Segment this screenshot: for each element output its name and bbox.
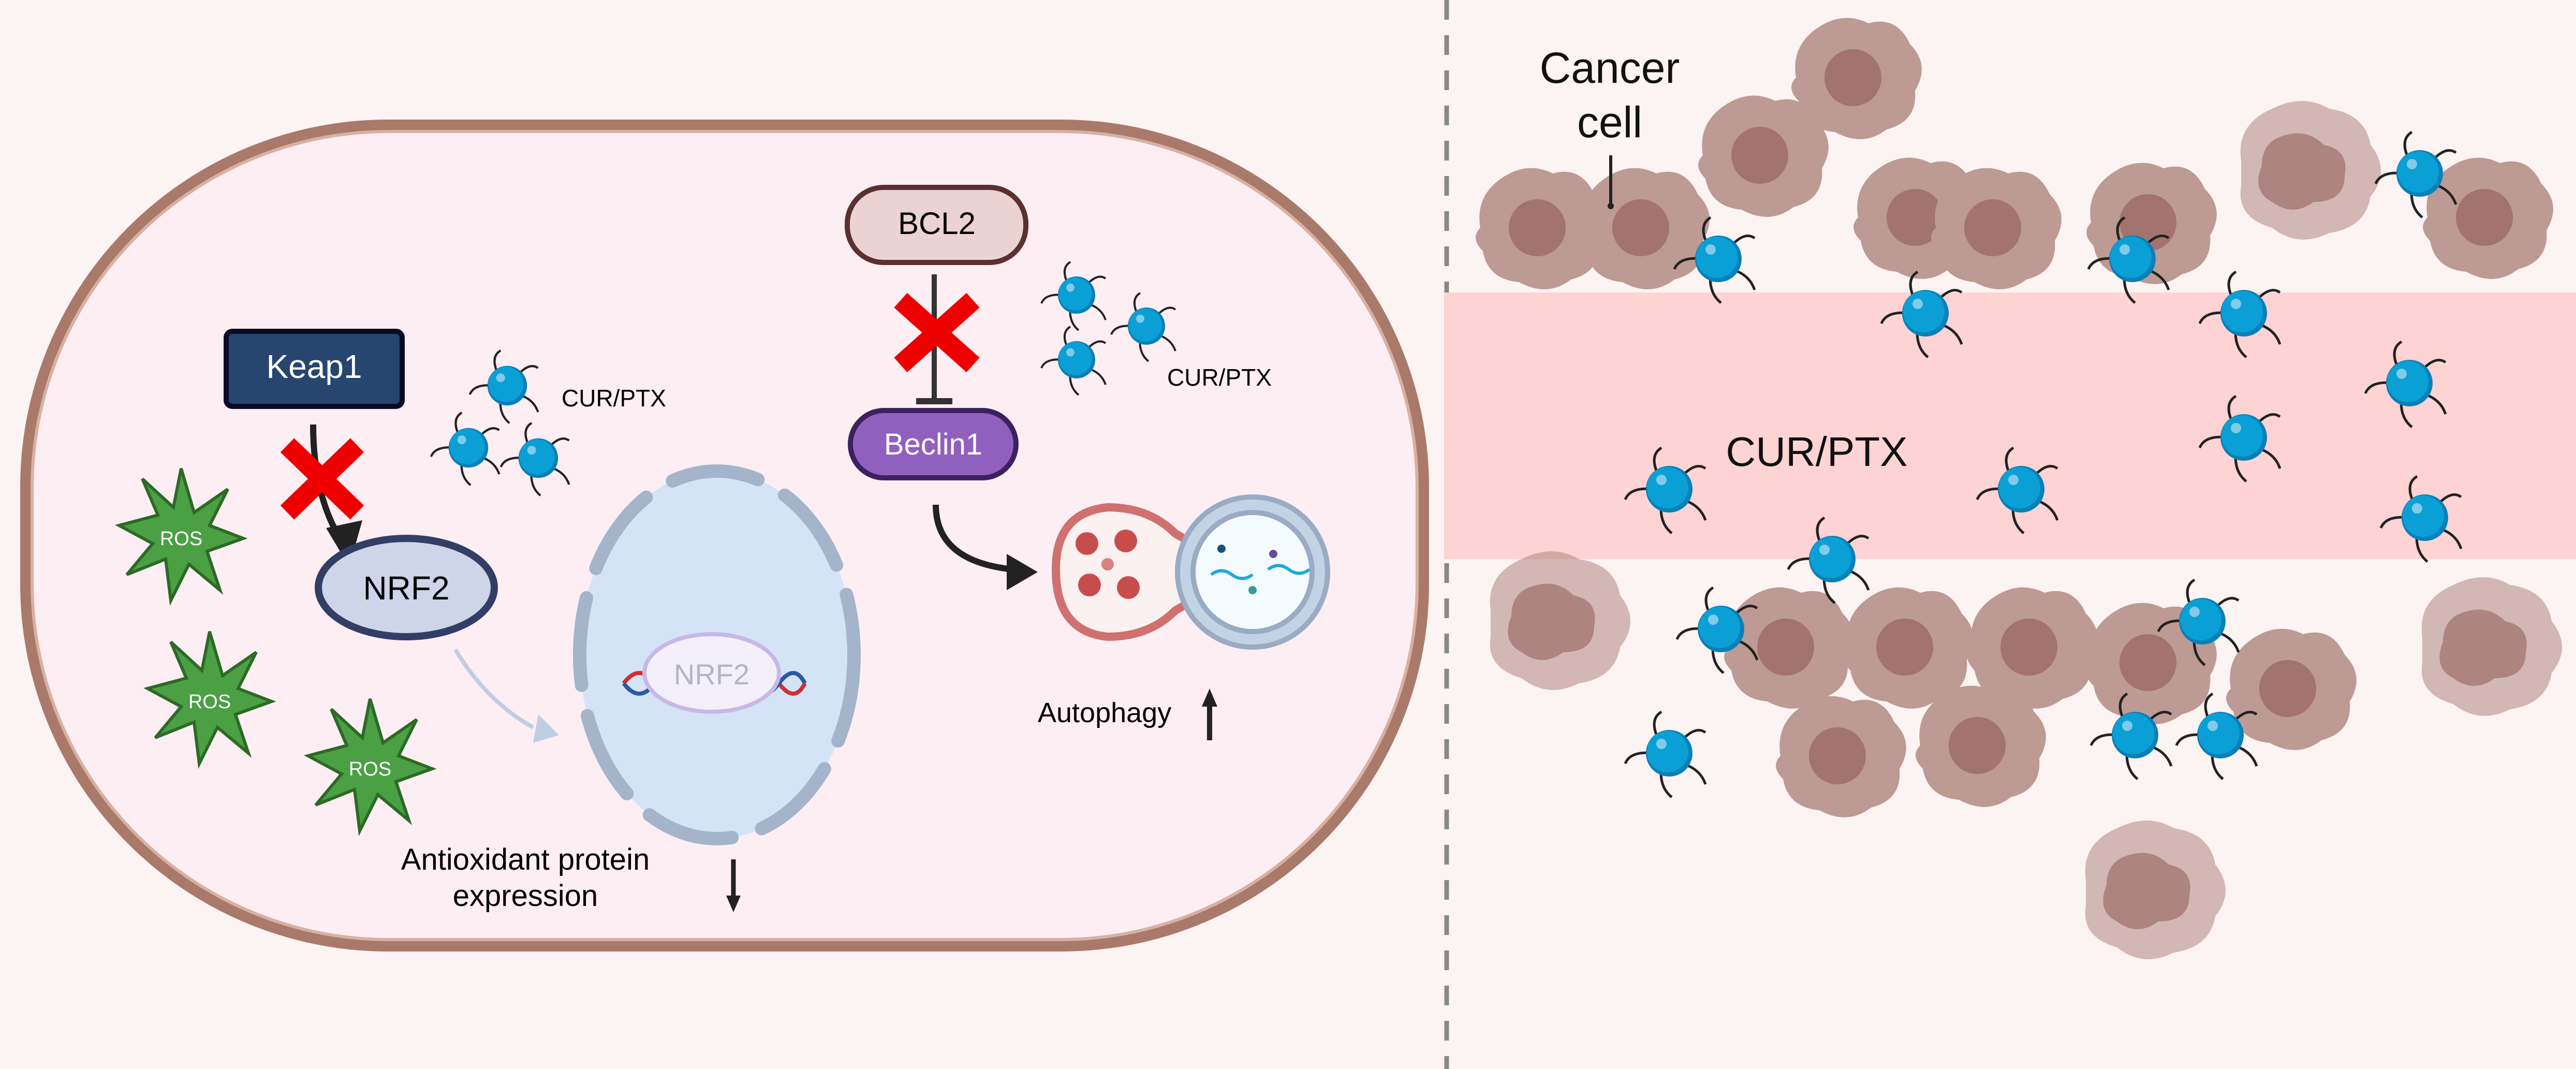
up-arrow-icon xyxy=(1202,689,1217,740)
nucleus: NRF2 xyxy=(573,464,861,845)
ros-label: ROS xyxy=(160,528,202,550)
inhibition-x-icon xyxy=(280,438,364,520)
necrotic-cell-icon xyxy=(2085,821,2226,959)
arrowhead-icon xyxy=(326,520,362,567)
cancer-cell-label-line2: cell xyxy=(1577,98,1642,147)
nrf2-translocation-arrow xyxy=(453,648,534,729)
necrotic-cell-icon xyxy=(2240,101,2381,240)
ros-star-1: ROS xyxy=(114,468,248,606)
inhibition-x-icon xyxy=(894,292,980,373)
cur-ptx-label-2: CUR/PTX xyxy=(1167,364,1272,391)
keap1-box: Keap1 xyxy=(224,329,405,409)
necrotic-cell-icon xyxy=(1490,551,1630,690)
cancer-cell-icon xyxy=(1579,168,1710,289)
nanoparticle-icon xyxy=(1625,712,1705,797)
beclin1-autophagy-arrow xyxy=(933,504,1014,573)
cancer-cell-icon xyxy=(1931,168,2062,289)
cur-ptx-label-1: CUR/PTX xyxy=(562,385,666,412)
beclin1-label: Beclin1 xyxy=(884,428,982,461)
nrf2-ellipse: NRF2 xyxy=(315,535,498,640)
cancer-cell-icon xyxy=(1776,696,1906,817)
nrf2-nucleus-ellipse xyxy=(642,632,781,714)
ros-star-3: ROS xyxy=(303,698,437,837)
nrf2-label: NRF2 xyxy=(363,569,449,607)
necrotic-cell-icon xyxy=(2421,577,2562,716)
autolysosome-icon xyxy=(1051,494,1330,650)
cancer-cell-icon xyxy=(1791,18,1922,139)
cancer-cell-icon xyxy=(2226,628,2357,750)
ros-star-2: ROS xyxy=(143,631,276,769)
cancer-cell-label-line1: Cancer xyxy=(1540,43,1680,92)
bcl2-box: BCL2 xyxy=(845,185,1028,265)
blood-vessel xyxy=(1444,292,2576,559)
arrowhead-icon xyxy=(533,714,559,743)
keap1-label: Keap1 xyxy=(266,348,362,385)
cancer-cell-icon xyxy=(1916,685,2046,807)
nrf2-nucleus-label: NRF2 xyxy=(674,658,749,691)
beclin1-box: Beclin1 xyxy=(848,408,1019,480)
antioxidant-label-line2: expression xyxy=(453,879,598,913)
autophagy-label: Autophagy xyxy=(1038,697,1171,728)
arrowhead-icon xyxy=(1007,554,1038,590)
antioxidant-label-line1: Antioxidant protein xyxy=(401,843,650,876)
cur-ptx-vessel-label: CUR/PTX xyxy=(1726,429,1907,475)
cancer-cell-icon xyxy=(1724,587,1854,709)
down-arrow-icon xyxy=(726,859,741,912)
ros-label: ROS xyxy=(188,691,231,713)
bcl2-label: BCL2 xyxy=(898,206,976,241)
ros-label: ROS xyxy=(349,758,391,780)
